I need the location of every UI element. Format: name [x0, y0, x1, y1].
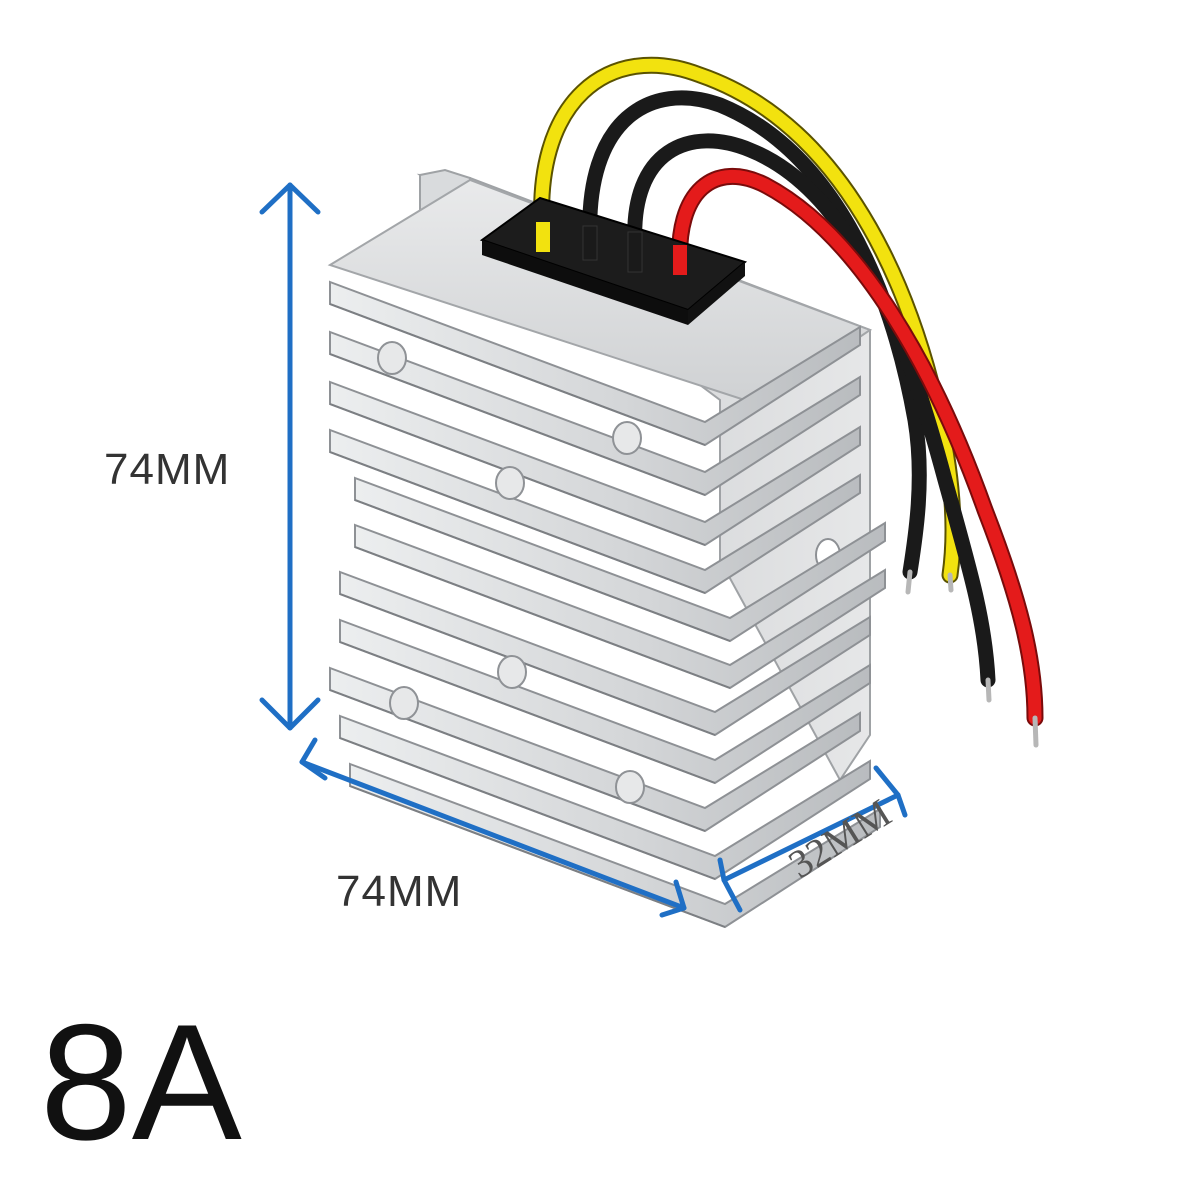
wire-tip: [905, 569, 913, 595]
height-dimension-label: 74MM: [104, 445, 231, 494]
screws: [377, 341, 645, 804]
heatsink-fin-edge: [339, 641, 716, 784]
screw-icon: [377, 341, 407, 375]
screw-icon: [612, 421, 642, 455]
width-arrow: [299, 759, 687, 911]
wire-grommet: [479, 196, 748, 325]
wire-tip: [985, 677, 992, 703]
arrow-down-icon: [259, 697, 321, 731]
wires: [533, 56, 1044, 748]
arrow-right-icon: [873, 765, 908, 818]
arrow-left-icon: [299, 737, 328, 781]
dimension-arrows: [259, 182, 908, 918]
screw-icon: [497, 655, 527, 689]
heatsink-fin-edge: [329, 303, 706, 446]
heatsink-fin-edge: [339, 737, 716, 880]
heatsink-fin-edge: [329, 353, 706, 496]
heatsink-fin-edge: [354, 499, 731, 642]
wire-black: [582, 90, 927, 580]
arrow-up-icon: [259, 182, 321, 215]
current-rating-label: 8A: [40, 990, 242, 1174]
width-dimension-label: 74MM: [336, 867, 463, 916]
depth-arrow: [721, 792, 901, 883]
wire-tip: [1032, 715, 1039, 748]
wire-tip: [947, 572, 954, 593]
heatsink-fin-edge: [339, 593, 716, 736]
heatsink-fin-edge: [354, 546, 731, 689]
arrow-left-icon: [717, 857, 743, 913]
heatsink-fin-edge: [349, 785, 726, 928]
screw-icon: [495, 466, 525, 500]
wire-red: [673, 169, 1042, 725]
heatsink-fins: [329, 280, 886, 929]
screw-icon: [389, 686, 419, 720]
screw-icon: [615, 770, 645, 804]
heatsink-fin-edge: [329, 451, 706, 594]
arrow-right-icon: [659, 879, 687, 918]
